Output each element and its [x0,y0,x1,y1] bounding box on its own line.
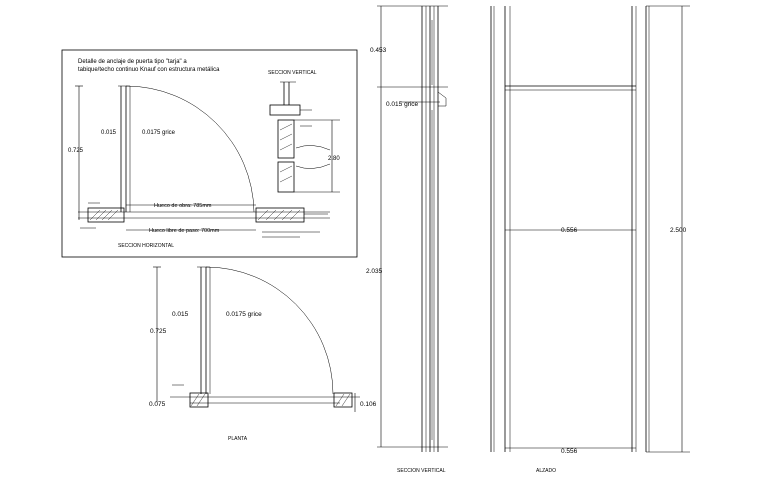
section-label: SECCION VERTICAL [397,468,446,474]
detail-dim-0725: 0.725 [68,148,84,154]
detail-title-line2: tabique/techo continuo Knauf con estruct… [78,67,220,73]
plan-dim-00175: 0.0175 grice [226,311,262,318]
elevation-label: ALZADO [536,468,556,474]
detail-dim-280: 2.80 [328,156,340,162]
elevation-view: 0.556 0.556 2.500 ALZADO [490,5,690,474]
detail-clear-opening: Hueco de obra: 785mm [154,203,212,209]
plan-dim-0725: 0.725 [150,328,167,335]
detail-panel: Detalle de anclaje de puerta tipo "tarja… [61,49,358,258]
plan-view: 0.015 0.0175 grice 0.725 0.075 0.106 PLA… [149,266,377,442]
detail-section-vertical-label: SECCION VERTICAL [268,70,317,76]
section-dim-0015: 0.015 grice [386,101,419,108]
elevation-dim-2500: 2.500 [670,227,687,234]
detail-title-line1: Detalle de anclaje de puerta tipo "tarja… [78,59,187,65]
plan-dim-0015: 0.015 [172,311,189,318]
vertical-section-view: 0.453 0.015 grice 2.035 SECCION VERTICAL [366,5,448,474]
detail-section-horizontal-label: SECCION HORIZONTAL [118,243,174,249]
elevation-dim-0556-top: 0.556 [561,227,578,234]
detail-free-pass: Hueco libre de paso: 700mm [149,228,220,234]
detail-dim-0015: 0.015 [101,130,117,136]
plan-dim-0106: 0.106 [360,401,377,408]
detail-dim-00175: 0.0175 grice [142,130,176,136]
section-dim-2035: 2.035 [366,268,383,275]
plan-dim-0075: 0.075 [149,401,166,408]
section-dim-0453: 0.453 [370,47,387,54]
plan-label: PLANTA [228,436,248,442]
elevation-dim-0556-bottom: 0.556 [561,448,578,455]
